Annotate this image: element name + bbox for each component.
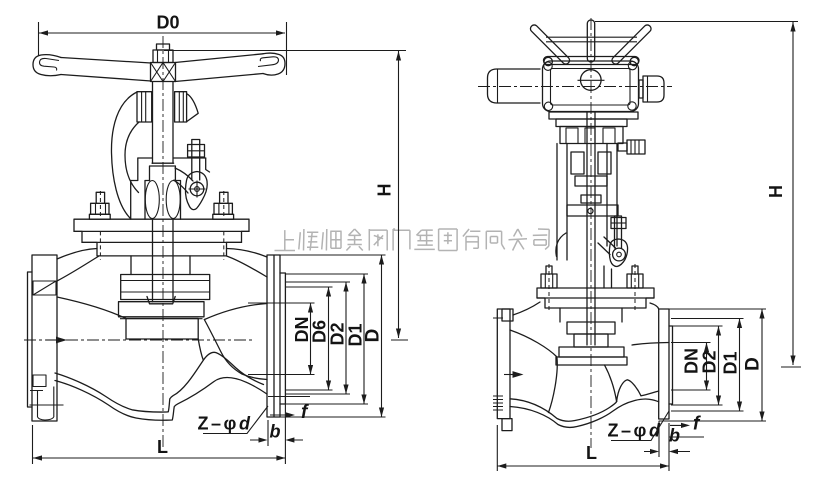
- svg-text:DN: DN: [682, 348, 702, 374]
- svg-text:D: D: [743, 357, 764, 371]
- svg-text:D2: D2: [700, 350, 720, 373]
- svg-text:Z–φd: Z–φd: [608, 421, 663, 441]
- svg-text:D1: D1: [346, 323, 366, 346]
- svg-text:H: H: [375, 184, 395, 197]
- svg-text:Z–φd: Z–φd: [198, 414, 253, 434]
- svg-text:D0: D0: [156, 13, 179, 33]
- svg-text:D1: D1: [721, 351, 741, 374]
- svg-text:L: L: [157, 437, 168, 457]
- svg-text:D6: D6: [310, 320, 330, 343]
- svg-text:H: H: [766, 185, 786, 198]
- svg-text:L: L: [586, 443, 597, 463]
- svg-text:D2: D2: [328, 322, 348, 345]
- svg-text:b: b: [270, 422, 281, 442]
- svg-text:f: f: [301, 402, 309, 423]
- svg-text:D: D: [363, 329, 384, 343]
- svg-text:b: b: [669, 426, 680, 446]
- svg-text:f: f: [693, 414, 701, 435]
- svg-text:DN: DN: [292, 317, 312, 343]
